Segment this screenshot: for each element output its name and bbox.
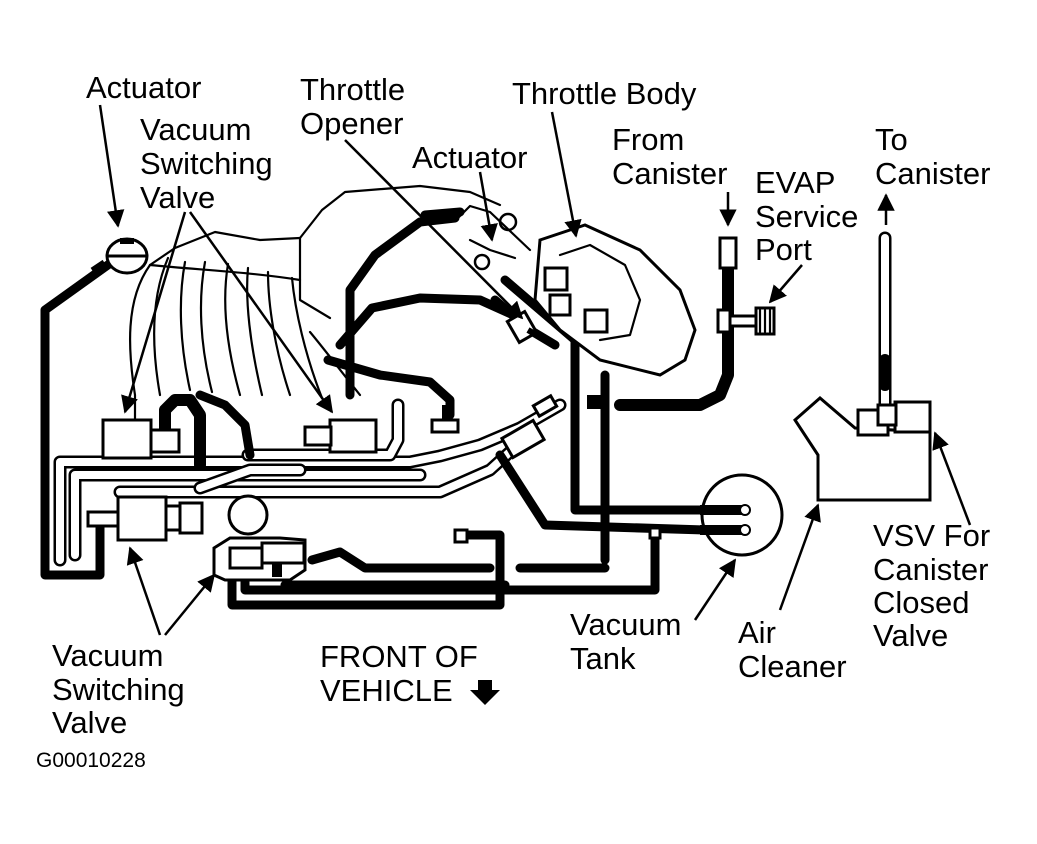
actuator-left-label: Actuator [86, 70, 201, 105]
front-of-vehicle-label: FRONT OF VEHICLE [320, 639, 487, 708]
vsv-upper-center [303, 418, 378, 454]
vacuum-tank-component [700, 473, 784, 557]
from-canister-pipe [718, 236, 738, 270]
vacuum-tank-label: Vacuum Tank [570, 607, 690, 676]
actuator-center-label: Actuator [412, 140, 527, 175]
small-vacuum-reservoir [227, 494, 269, 536]
vsv-lower-block [212, 536, 307, 582]
vsv-lower-left [86, 495, 204, 542]
to-canister-label: To Canister [875, 122, 990, 191]
hose-clamp [587, 395, 601, 409]
vsv-canister-label: VSV For Canister Closed Valve [873, 518, 999, 653]
throttle-fitting [499, 393, 559, 460]
vsv-canister-closed-valve [856, 400, 932, 437]
throttle-opener-label: Throttle Opener [300, 72, 414, 141]
evap-service-port-label: EVAP Service Port [755, 165, 867, 267]
vsv-bottom-label: Vacuum Switching Valve [52, 638, 193, 740]
actuator-left [90, 237, 149, 275]
hose-tee [648, 526, 662, 540]
figure-id: G00010228 [36, 749, 146, 772]
down-arrow-icon [470, 680, 500, 705]
tee-fitting [430, 405, 460, 434]
air-cleaner-component [793, 396, 932, 502]
throttle-body-label: Throttle Body [512, 76, 697, 111]
vsv-upper-left [101, 418, 181, 460]
air-cleaner-label: Air Cleaner [738, 615, 847, 684]
evap-service-port [716, 306, 776, 336]
vsv-top-label: Vacuum Switching Valve [140, 112, 281, 215]
throttle-body-component [456, 204, 697, 377]
leader-lines [98, 104, 972, 636]
throttle-opener-component [505, 309, 547, 345]
hose-plug [453, 528, 469, 544]
from-canister-label: From Canister [612, 122, 727, 191]
